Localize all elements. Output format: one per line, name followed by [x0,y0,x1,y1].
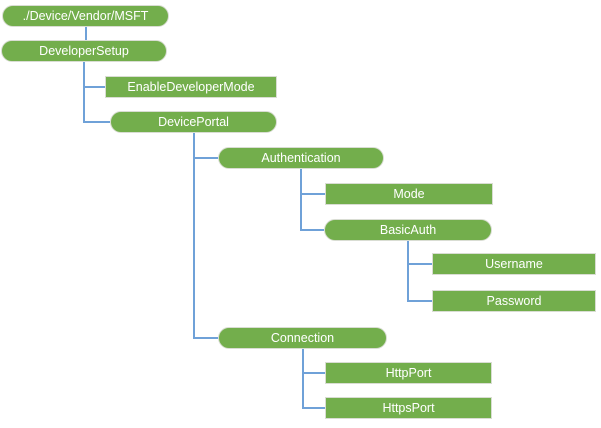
tree-node-connection: Connection [218,327,387,349]
connector-segment [302,372,326,374]
connector-segment [302,349,304,409]
connector-segment [83,121,110,123]
tree-node-deviceportal: DevicePortal [110,111,277,133]
tree-node-password: Password [432,290,596,312]
tree-node-httpport: HttpPort [325,362,492,384]
connector-segment [83,62,85,123]
tree-node-developersetup: DeveloperSetup [1,40,167,62]
tree-node-mode: Mode [325,183,493,205]
tree-node-authentication: Authentication [218,147,384,169]
connector-segment [300,193,325,195]
connector-segment [193,157,219,159]
connector-segment [300,169,302,231]
tree-node-device-vendor-msft: ./Device/Vendor/MSFT [2,5,169,27]
connector-segment [85,27,87,40]
connector-segment [407,263,432,265]
connector-segment [300,229,324,231]
connector-segment [193,337,219,339]
tree-node-username: Username [432,253,596,275]
connector-segment [83,86,105,88]
tree-node-basicauth: BasicAuth [324,219,492,241]
connector-segment [302,407,326,409]
tree-node-enabledevelopermode: EnableDeveloperMode [105,76,277,98]
connector-segment [407,241,409,302]
connector-segment [407,300,432,302]
tree-node-httpsport: HttpsPort [325,397,492,419]
connector-segment [193,133,195,339]
